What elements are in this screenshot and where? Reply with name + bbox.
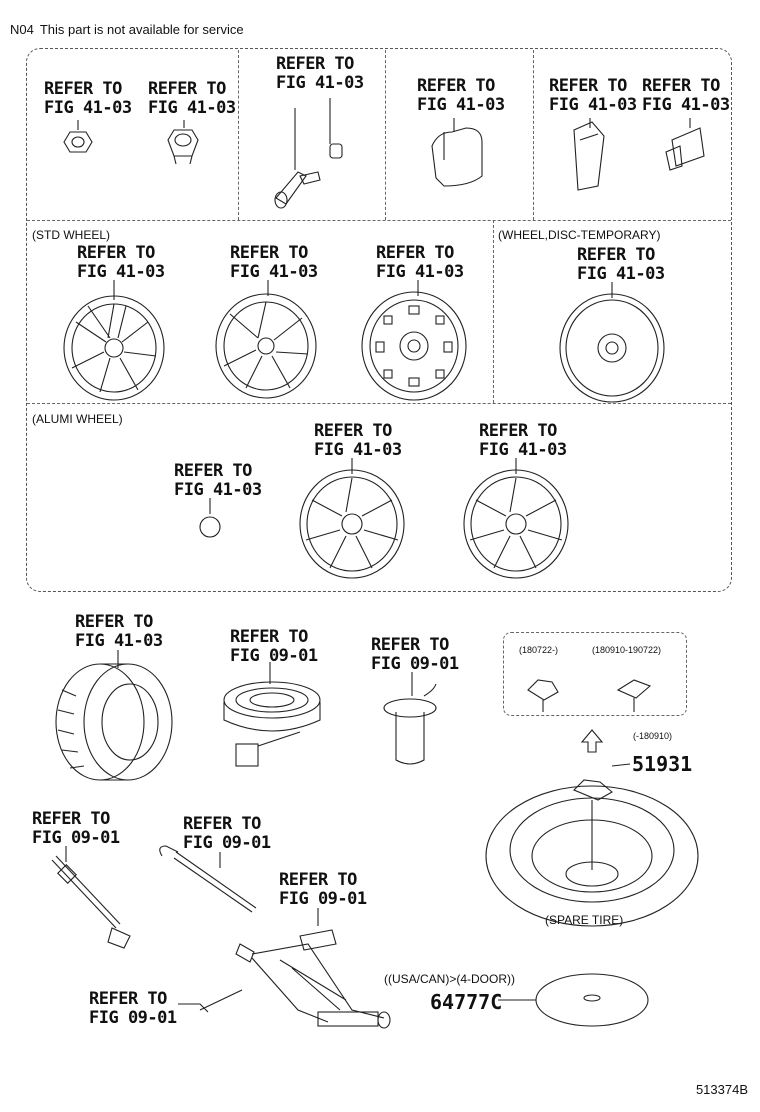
balance-weight-icon (431, 118, 483, 187)
alloy-wheel-icon (299, 458, 405, 579)
balance-weight-icon (573, 118, 605, 191)
section-label-disc-temporary: (WHEEL,DISC-TEMPORARY) (498, 228, 661, 242)
date-note: (-180910) (633, 731, 673, 741)
service-note: N04 This part is not available for servic… (10, 22, 244, 37)
usa-can-note: ((USA/CAN)>(4-DOOR)) (384, 972, 515, 986)
divider (385, 50, 386, 220)
jack-handle-icon (159, 845, 257, 913)
temporary-wheel-icon (559, 282, 665, 403)
divider (238, 50, 239, 220)
divider (27, 403, 731, 404)
steel-wheel-icon (361, 280, 467, 401)
ornament-icon (199, 498, 221, 538)
note-code: N04 (10, 22, 34, 37)
bolt-variant-inset (503, 632, 687, 716)
alloy-wheel-icon (463, 458, 569, 579)
inset-label-right: (180910-190722) (592, 645, 662, 655)
wheel-cap-icon (63, 280, 165, 401)
spare-tire-cover-icon (498, 973, 649, 1027)
divider (27, 220, 731, 221)
hold-down-bolt-icon (616, 679, 652, 712)
tire-icon (55, 650, 173, 781)
part-number-51931[interactable]: 51931 (632, 752, 693, 776)
hold-down-bolt-icon (527, 679, 559, 712)
spare-tire-icon (485, 785, 699, 927)
tire-valve-icon (274, 98, 343, 209)
hub-nut-icon (63, 120, 93, 153)
jack-belt-icon (223, 662, 321, 767)
illustration-id: 513374B (695, 1082, 748, 1097)
inset-label-left: (180722-) (519, 645, 559, 655)
scissor-jack-icon (178, 908, 391, 1029)
section-label-std-wheel: (STD WHEEL) (32, 228, 110, 242)
lug-wrench-icon (51, 846, 131, 949)
part-number-64777c[interactable]: 64777C (430, 990, 503, 1014)
arrow-up-icon (580, 729, 604, 753)
wheel-cap-icon (215, 280, 317, 399)
tool-bag-icon (383, 672, 437, 765)
wheel-panel (26, 48, 732, 592)
divider (533, 50, 534, 220)
note-text: This part is not available for service (39, 22, 244, 37)
section-label-alumi-wheel: (ALUMI WHEEL) (32, 412, 123, 426)
divider (493, 220, 494, 403)
spare-hold-bolt-icon (573, 763, 631, 812)
hub-nut-icon (167, 120, 199, 165)
balance-weight-clip-icon (665, 118, 705, 171)
